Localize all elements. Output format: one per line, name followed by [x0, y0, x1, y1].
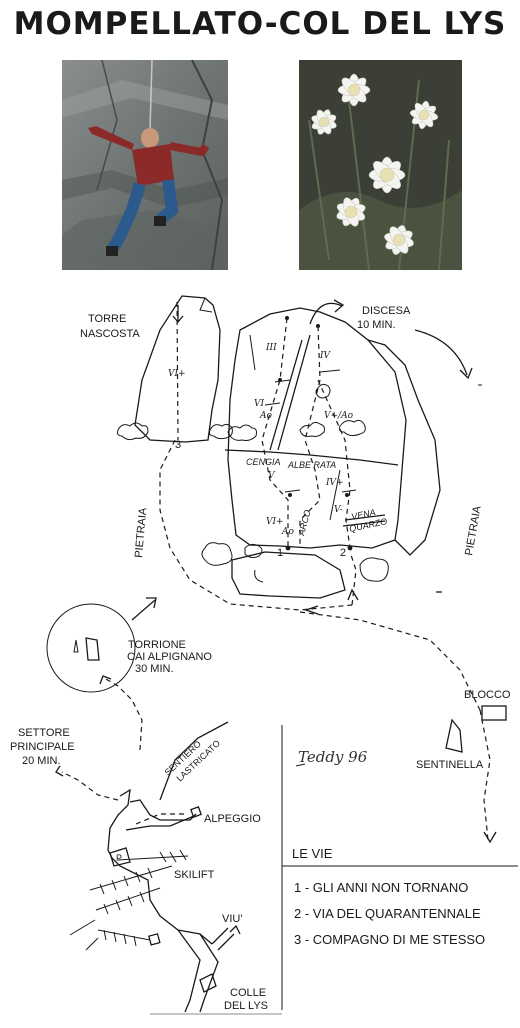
grade-iv-plus: IV+	[325, 478, 344, 488]
label-colle: COLLE	[230, 987, 266, 999]
label-principale: PRINCIPALE	[10, 741, 75, 753]
label-cai-alpignano: CAI ALPIGNANO	[127, 651, 212, 663]
label-arco: ARCO	[296, 509, 313, 538]
label-discesa: DISCESA	[362, 305, 411, 317]
label-vena: VENA	[350, 507, 376, 522]
legend-item-2: 2 - VIA DEL QUARANTENNALE	[294, 906, 481, 921]
main-crag-outline	[227, 307, 407, 549]
label-blocco: BLOCCO	[464, 689, 511, 701]
label-alberata: ALBE RATA	[287, 460, 336, 470]
label-viu: VIU'	[222, 913, 242, 925]
grade-iv: IV	[319, 351, 332, 361]
edelweiss-photo	[299, 60, 462, 270]
legend-item-1: 1 - GLI ANNI NON TORNANO	[294, 880, 468, 895]
route-1b-line	[299, 325, 321, 548]
label-torrione-time: 30 MIN.	[135, 663, 174, 675]
label-pietraia-left: PIETRAIA	[133, 507, 149, 559]
grade-torre: VI+	[168, 369, 186, 379]
climber-photo	[62, 60, 228, 270]
label-alpeggio: ALPEGGIO	[204, 813, 261, 825]
grade-vi: VI	[254, 399, 264, 409]
label-skilift: SKILIFT	[174, 869, 215, 881]
label-del-lys: DEL LYS	[224, 1000, 268, 1012]
route-1-line	[261, 317, 289, 548]
page-title: MOMPELLATO-COL DEL LYS	[13, 6, 507, 42]
legend-heading: LE VIE	[292, 846, 333, 861]
approach-path	[159, 439, 353, 611]
torre-nascosta-outline	[134, 295, 221, 443]
grade-ao-2: Ao	[281, 527, 294, 537]
grade-v-plus-ao: V+/Ao	[324, 411, 354, 421]
route-2-line	[317, 379, 351, 549]
signature: Teddy 96	[298, 748, 368, 766]
label-torrione: TORRIONE	[128, 639, 186, 651]
grade-v: V	[268, 471, 276, 481]
grade-iii: III	[265, 343, 277, 353]
legend-item-3: 3 - COMPAGNO DI ME STESSO	[294, 932, 485, 947]
route-number-1: 1	[277, 547, 283, 559]
label-torre: TORRE	[88, 313, 126, 325]
label-sentinella: SENTINELLA	[416, 759, 484, 771]
label-settore-time: 20 MIN.	[22, 755, 61, 767]
route-number-3: 3	[175, 439, 181, 451]
label-pietraia-right: PIETRAIA	[463, 504, 484, 556]
grade-vi-plus: VI+	[266, 517, 284, 527]
label-discesa-time: 10 MIN.	[357, 319, 396, 331]
parking-label: P	[116, 853, 122, 863]
route-number-2: 2	[340, 547, 346, 559]
label-nascosta: NASCOSTA	[80, 328, 140, 340]
grade-v-minus: V-	[334, 505, 343, 515]
label-cengia: CENGIA	[246, 457, 281, 467]
label-settore: SETTORE	[18, 727, 70, 739]
grade-ao-1: Ao	[259, 411, 272, 421]
